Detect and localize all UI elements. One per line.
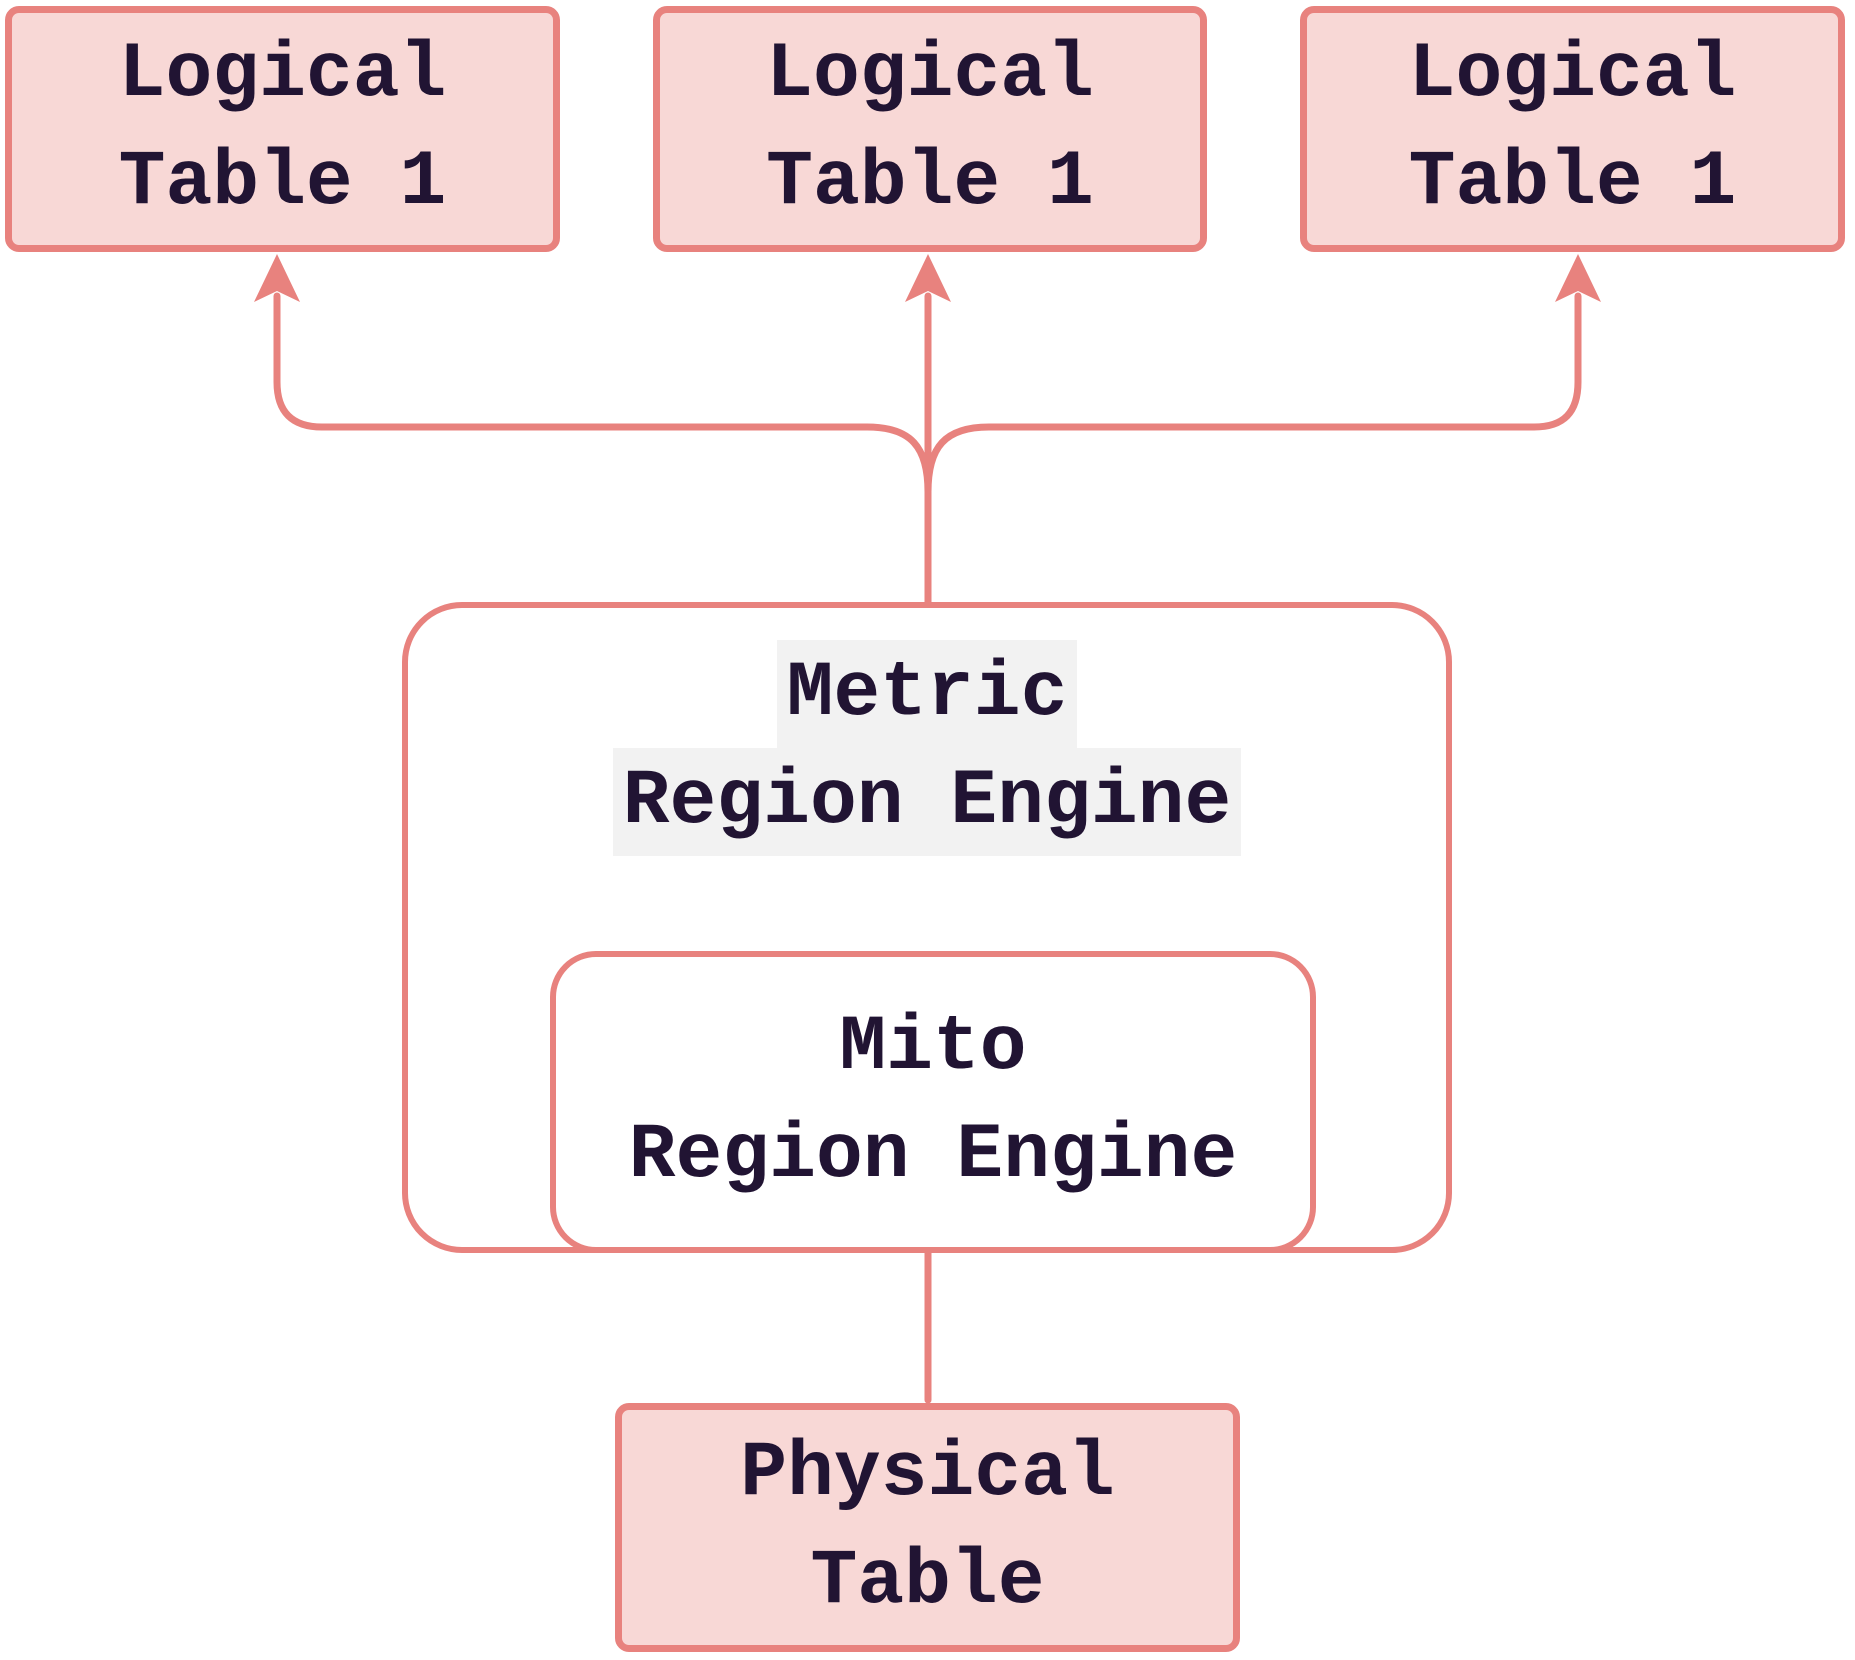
- node-label-line: Table 1: [766, 139, 1094, 227]
- node-label-line: Table: [810, 1537, 1045, 1626]
- node-physical-table: Physical Table: [615, 1403, 1240, 1652]
- node-label-line: Physical: [740, 1429, 1115, 1518]
- node-label-line: Region Engine: [612, 748, 1242, 856]
- node-logical-table-1-center: Logical Table 1: [653, 6, 1207, 252]
- arrowhead-logical1: [254, 254, 300, 302]
- node-mito-region-engine: Mito Region Engine: [550, 951, 1316, 1253]
- arrowhead-logical2: [905, 254, 951, 302]
- node-label-line: Table 1: [1408, 139, 1737, 227]
- node-label-line: Logical: [766, 31, 1094, 119]
- node-logical-table-1-right: Logical Table 1: [1300, 6, 1845, 252]
- node-label-line: Logical: [1408, 31, 1737, 119]
- node-label-line: Region Engine: [628, 1112, 1238, 1200]
- node-label-line: Metric: [776, 640, 1078, 748]
- node-label-line: Table 1: [118, 139, 447, 227]
- arrowhead-logical3: [1555, 254, 1601, 302]
- edge-metric-to-logical3: [924, 292, 1582, 496]
- node-label-line: Logical: [118, 31, 447, 119]
- node-logical-table-1-left: Logical Table 1: [5, 6, 560, 252]
- node-label-line: Mito: [839, 1004, 1027, 1092]
- edge-metric-to-logical1: [273, 292, 932, 496]
